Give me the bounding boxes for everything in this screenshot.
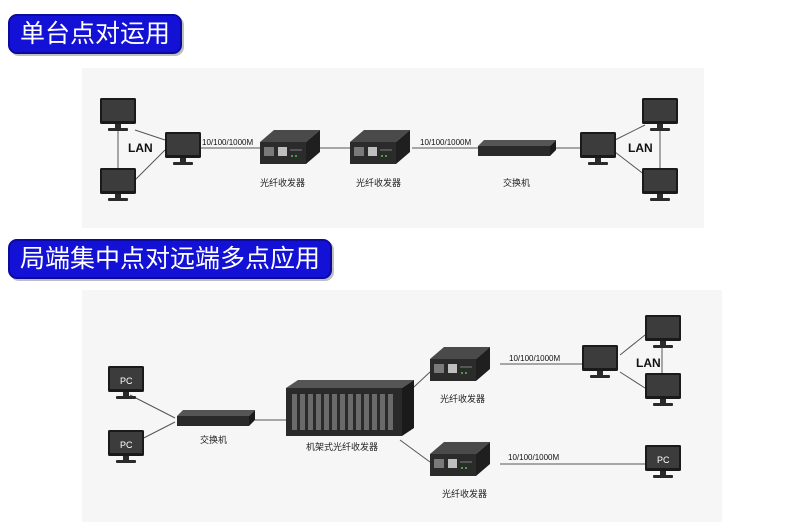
switch-2-label: 交换机	[200, 434, 227, 446]
lan-left-monitor-bottom	[100, 168, 136, 201]
diagram2-links	[129, 334, 663, 465]
section-title-single: 单台点对运用	[8, 14, 183, 54]
lan-right-label: LAN	[628, 141, 653, 155]
pc-local-bottom: PC	[108, 430, 144, 463]
fiber-converter-remote-bottom	[430, 442, 490, 476]
lan-right-monitor-gateway	[580, 132, 616, 165]
pc-local-top-label: PC	[120, 376, 133, 386]
network-switch-1	[478, 140, 556, 156]
converter-remote-bottom-label: 光纤收发器	[442, 488, 487, 500]
pc-remote-label: PC	[657, 455, 670, 465]
pc-local-bottom-label: PC	[120, 440, 133, 450]
switch-1-label: 交换机	[503, 177, 530, 189]
speed-label-bottom: 10/100/1000M	[508, 453, 559, 462]
diagram1-links	[117, 124, 661, 181]
speed-label-1: 10/100/1000M	[202, 138, 253, 147]
lan-left-monitor-top	[100, 98, 136, 131]
pc-remote: PC	[645, 445, 681, 478]
lan-remote-monitor-bottom	[645, 373, 681, 406]
converter-left-label: 光纤收发器	[260, 177, 305, 189]
fiber-converter-left	[260, 130, 320, 164]
converter-remote-top-label: 光纤收发器	[440, 393, 485, 405]
speed-label-2: 10/100/1000M	[420, 138, 471, 147]
fiber-converter-right	[350, 130, 410, 164]
section-title-multipoint: 局端集中点对远端多点应用	[8, 239, 333, 279]
rack-chassis	[286, 380, 414, 436]
network-switch-2	[177, 410, 255, 426]
pc-local-top: PC	[108, 366, 144, 399]
lan-right-monitor-top	[642, 98, 678, 131]
speed-label-top: 10/100/1000M	[509, 354, 560, 363]
lan-left-label: LAN	[128, 141, 153, 155]
lan-remote-monitor-gateway	[582, 345, 618, 378]
lan-right-monitor-bottom	[642, 168, 678, 201]
converter-right-label: 光纤收发器	[356, 177, 401, 189]
lan-remote-label: LAN	[636, 356, 661, 370]
lan-left-monitor-gateway	[165, 132, 201, 165]
fiber-converter-remote-top	[430, 347, 490, 381]
lan-remote-monitor-top	[645, 315, 681, 348]
rack-chassis-label: 机架式光纤收发器	[306, 441, 378, 453]
